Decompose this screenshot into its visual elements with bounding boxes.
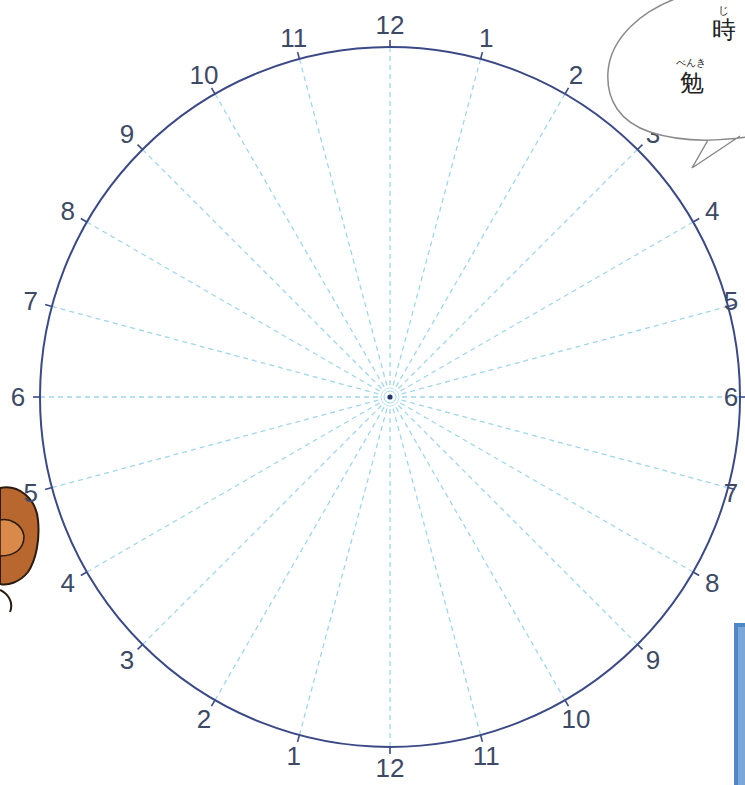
hour-ray bbox=[300, 409, 387, 735]
hour-number: 11 bbox=[473, 743, 500, 769]
hour-number: 6 bbox=[724, 384, 738, 410]
hour-ray bbox=[396, 95, 565, 387]
hour-number: 7 bbox=[23, 288, 37, 314]
hour-tick bbox=[389, 747, 391, 754]
hour-ray bbox=[393, 409, 480, 735]
hour-ray bbox=[400, 403, 692, 572]
hour-number: 5 bbox=[23, 480, 37, 506]
hour-ray bbox=[396, 407, 565, 699]
hour-number: 4 bbox=[61, 570, 75, 596]
hour-ray bbox=[216, 407, 385, 699]
side-panel bbox=[734, 623, 745, 785]
hour-number: 1 bbox=[286, 743, 300, 769]
hour-ray bbox=[389, 409, 390, 746]
hour-number: 8 bbox=[705, 570, 719, 596]
hour-ray bbox=[53, 307, 379, 394]
hour-number: 10 bbox=[562, 706, 591, 732]
hour-number: 6 bbox=[11, 384, 25, 410]
hour-number: 5 bbox=[724, 288, 738, 314]
hour-tick bbox=[45, 305, 52, 307]
hour-ray bbox=[400, 223, 692, 392]
hour-number: 8 bbox=[61, 198, 75, 224]
hour-number: 12 bbox=[376, 12, 405, 38]
hour-number: 11 bbox=[280, 25, 307, 51]
hour-number: 7 bbox=[724, 480, 738, 506]
speech-bubble: じ時べんき勉 bbox=[600, 0, 745, 175]
hour-ray bbox=[143, 150, 381, 388]
hour-tick bbox=[693, 572, 699, 576]
hour-ray bbox=[389, 48, 390, 385]
bubble-text: 時 bbox=[712, 18, 736, 42]
hour-number: 3 bbox=[120, 647, 134, 673]
hour-number: 1 bbox=[479, 25, 493, 51]
hour-ray bbox=[88, 403, 380, 572]
bubble-text: 勉 bbox=[680, 71, 704, 95]
hour-tick bbox=[637, 644, 642, 649]
hour-ray bbox=[216, 95, 385, 387]
furigana: べんき bbox=[676, 58, 706, 68]
hour-number: 2 bbox=[569, 62, 583, 88]
hour-tick bbox=[81, 572, 87, 576]
hour-tick bbox=[212, 88, 216, 94]
hour-tick bbox=[481, 735, 483, 742]
hour-ray bbox=[402, 400, 728, 487]
hour-ray bbox=[53, 400, 379, 487]
hour-ray bbox=[402, 396, 739, 397]
hour-tick bbox=[481, 52, 483, 59]
hour-tick bbox=[693, 219, 699, 223]
hour-ray bbox=[143, 405, 381, 643]
hour-number: 9 bbox=[646, 647, 660, 673]
hour-tick bbox=[740, 396, 745, 398]
hour-tick bbox=[138, 644, 143, 649]
hour-tick bbox=[389, 40, 391, 47]
hour-tick bbox=[45, 488, 52, 490]
furigana: じ bbox=[718, 5, 729, 16]
hour-tick bbox=[565, 88, 569, 94]
hour-number: 9 bbox=[120, 121, 134, 147]
hour-ray bbox=[88, 223, 380, 392]
hour-tick bbox=[81, 219, 87, 223]
hour-number: 12 bbox=[376, 755, 405, 781]
hour-ray bbox=[398, 150, 636, 388]
hour-tick bbox=[138, 145, 143, 150]
hour-number: 4 bbox=[705, 198, 719, 224]
hour-ray bbox=[398, 405, 636, 643]
hour-tick bbox=[637, 145, 642, 150]
hour-tick bbox=[298, 735, 300, 742]
hour-tick bbox=[33, 396, 40, 398]
hour-number: 2 bbox=[197, 706, 211, 732]
hour-ray bbox=[393, 60, 480, 386]
hour-tick bbox=[298, 52, 300, 59]
hour-ray bbox=[402, 307, 728, 394]
hour-ray bbox=[41, 396, 378, 397]
hour-tick bbox=[212, 700, 216, 706]
hour-ray bbox=[300, 60, 387, 386]
hour-number: 10 bbox=[190, 62, 219, 88]
